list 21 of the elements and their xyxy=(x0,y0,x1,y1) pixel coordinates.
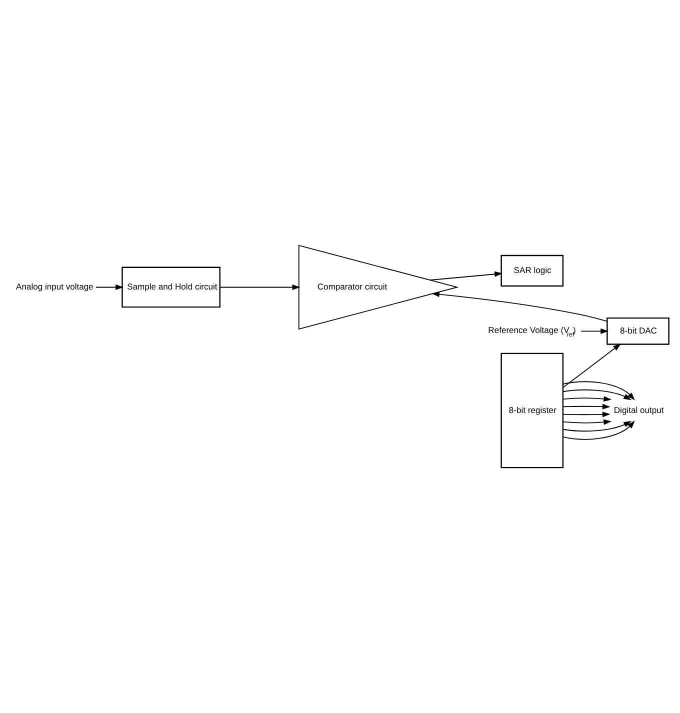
node-box: 8-bit register xyxy=(500,352,564,468)
arrow xyxy=(562,420,635,440)
arrow xyxy=(562,404,610,410)
arrow xyxy=(562,420,632,432)
node-box: 8-bit DAC xyxy=(606,317,670,345)
arrow xyxy=(562,381,635,400)
arrow xyxy=(430,271,503,281)
arrow xyxy=(220,284,300,290)
node-box: SAR logic xyxy=(500,254,564,287)
arrow xyxy=(562,344,622,388)
arrow xyxy=(432,292,608,322)
node-box: Sample and Hold circuit xyxy=(122,266,220,308)
node-text: Reference Voltage (V$_{ref}$) xyxy=(488,324,576,338)
arrow xyxy=(96,284,124,290)
arrow xyxy=(580,328,609,334)
arrow xyxy=(562,396,612,402)
node-text: Digital output xyxy=(614,404,664,415)
node-text: Analog input voltage xyxy=(16,282,94,292)
arrow xyxy=(562,419,612,425)
arrow xyxy=(562,389,632,400)
arrow xyxy=(562,412,610,418)
